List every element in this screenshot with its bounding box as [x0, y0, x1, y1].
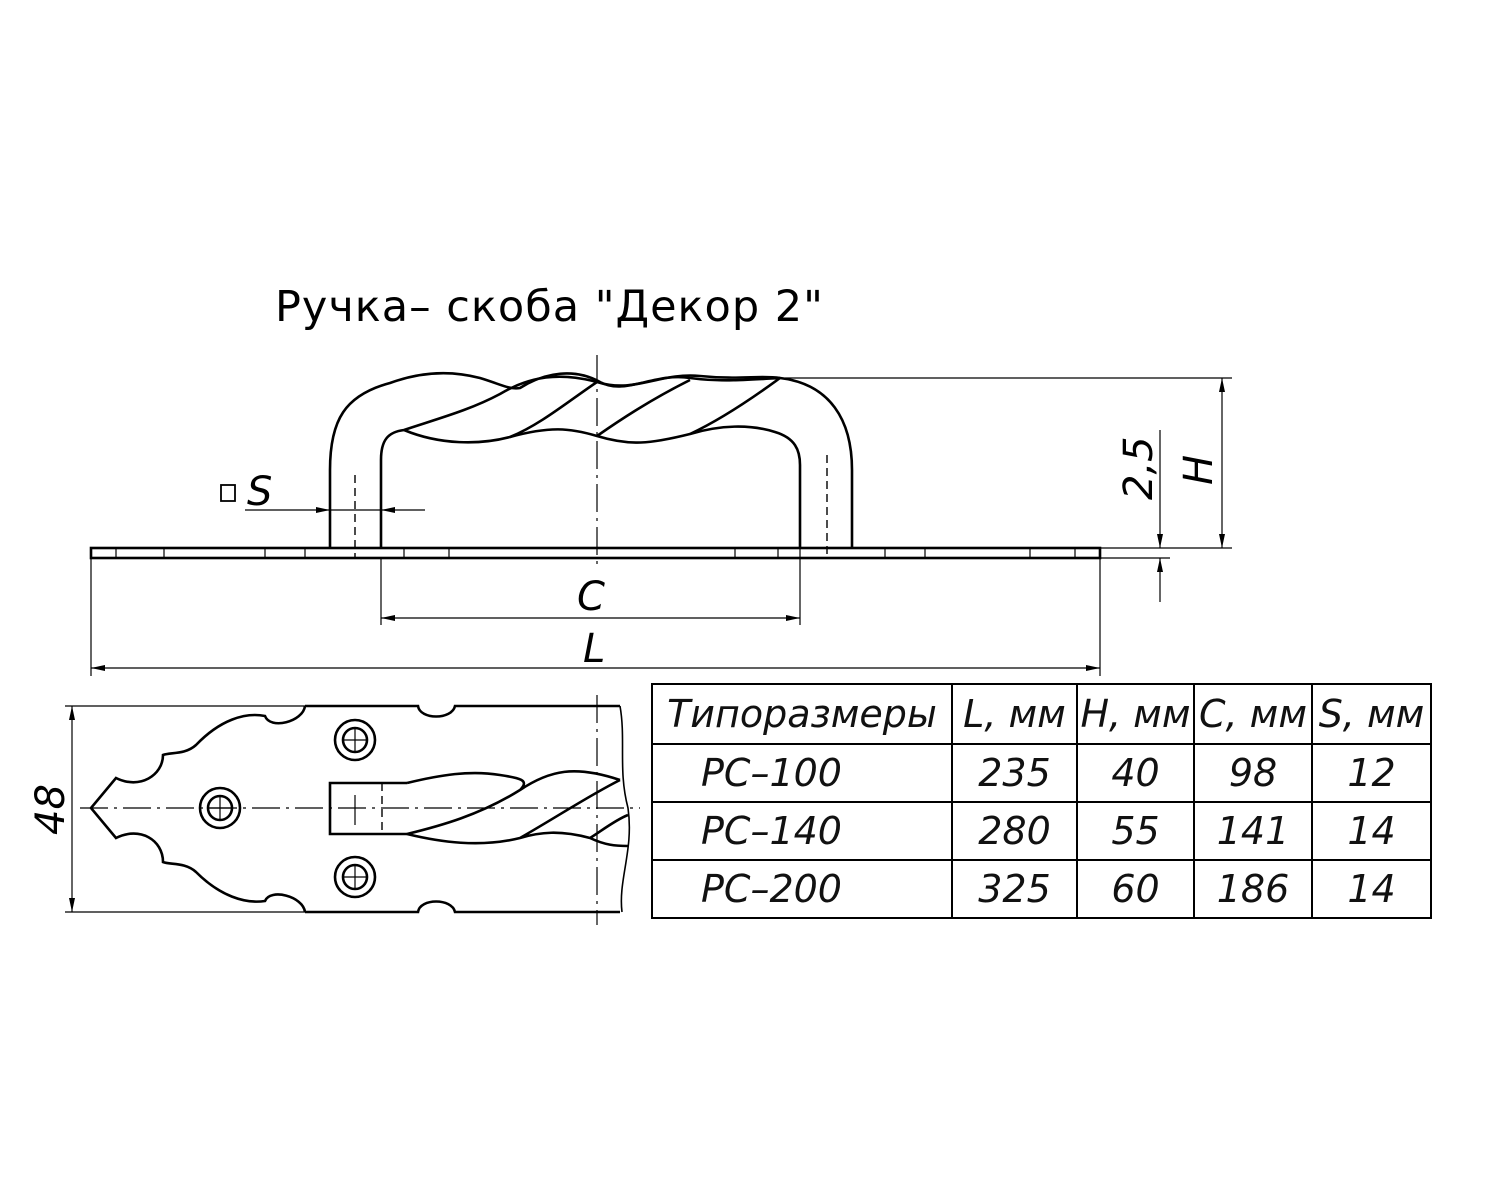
cell-type: РС–200	[651, 859, 953, 919]
dim-label-h: H	[1176, 455, 1222, 485]
cell-type: РС–140	[651, 801, 953, 861]
top-view: 48	[28, 695, 640, 925]
cell-h: 55	[1076, 801, 1195, 861]
header-cell: L, мм	[951, 683, 1078, 745]
table-row: РС–140 280 55 141 14	[651, 801, 1432, 861]
bolt-icon	[333, 855, 377, 899]
table-row: РС–100 235 40 98 12	[651, 743, 1432, 803]
plate-outline	[89, 704, 620, 914]
cell-c: 98	[1193, 743, 1313, 803]
dim-label-width: 48	[28, 784, 74, 835]
strap-end	[328, 781, 407, 836]
header-cell: S, мм	[1311, 683, 1432, 745]
dim-label-thickness: 2,5	[1116, 436, 1162, 500]
cell-c: 186	[1193, 859, 1313, 919]
cell-h: 40	[1076, 743, 1195, 803]
cell-c: 141	[1193, 801, 1313, 861]
sizes-table: Типоразмеры L, мм H, мм C, мм S, мм РС–1…	[651, 683, 1432, 919]
header-cell: Типоразмеры	[651, 683, 953, 745]
plate-segments	[115, 548, 1076, 558]
front-view: S H 2,5 C L	[89, 355, 1232, 676]
cell-s: 12	[1311, 743, 1432, 803]
cell-s: 14	[1311, 801, 1432, 861]
square-symbol-icon	[220, 484, 236, 502]
base-plate	[89, 546, 1102, 560]
cell-type: РС–100	[651, 743, 953, 803]
twist	[406, 770, 629, 848]
dim-label-s: S	[247, 469, 272, 515]
header-cell: C, мм	[1193, 683, 1313, 745]
handle-outline	[328, 371, 854, 548]
table-header-row: Типоразмеры L, мм H, мм C, мм S, мм	[651, 683, 1432, 745]
cell-l: 235	[951, 743, 1078, 803]
bolt-icon	[198, 786, 242, 830]
dim-label-l: L	[583, 626, 605, 672]
dim-label-c: C	[577, 574, 605, 620]
cell-h: 60	[1076, 859, 1195, 919]
bolt-icon	[333, 718, 377, 762]
cell-l: 325	[951, 859, 1078, 919]
header-cell: H, мм	[1076, 683, 1195, 745]
table-row: РС–200 325 60 186 14	[651, 859, 1432, 919]
cell-l: 280	[951, 801, 1078, 861]
drawing-title: Ручка– скоба "Декор 2"	[275, 282, 824, 332]
cell-s: 14	[1311, 859, 1432, 919]
